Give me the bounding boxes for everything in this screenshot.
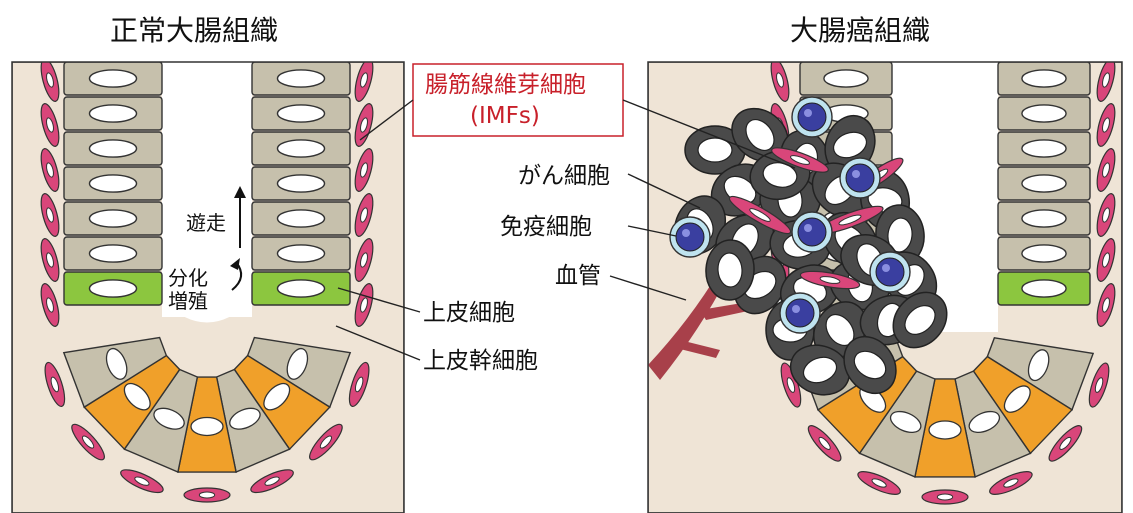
nucleus [824,70,868,87]
nucleus [1022,210,1066,227]
nucleus [89,70,136,87]
right-epithelial-column [998,62,1090,305]
migration-label: 遊走 [186,211,226,235]
epithelial-cell-label: 上皮細胞 [423,300,515,326]
nucleus [89,105,136,122]
immune-cell-highlight [792,305,800,313]
immune-cell-label: 免疫細胞 [500,214,592,240]
imf-label-line2: (IMFs) [470,103,540,129]
nucleus [277,105,324,122]
epithelial-stem-cell-label: 上皮幹細胞 [423,348,538,374]
fibroblast-nucleus [937,494,952,500]
nucleus [929,421,961,439]
cancer-tissue-panel [648,57,1122,513]
nucleus [1022,70,1066,87]
nucleus [277,140,324,157]
nucleus [277,280,324,297]
immune-cell-nucleus [786,299,814,327]
immune-cell-highlight [882,264,890,272]
nucleus [89,210,136,227]
immune-cell-highlight [804,109,812,117]
cancer-cell-label: がん細胞 [518,163,610,189]
immune-cell-nucleus [876,258,904,286]
nucleus [1022,105,1066,122]
imf-label-line1: 腸筋線維芽細胞 [425,72,586,98]
immune-cell-highlight [804,224,812,232]
nucleus [277,245,324,262]
nucleus [1022,280,1066,297]
immune-cell-nucleus [676,223,704,251]
fibroblast-nucleus [199,492,214,498]
nucleus [89,245,136,262]
nucleus [1022,245,1066,262]
normal-tissue-title: 正常大腸組織 [110,14,278,47]
differentiation-label: 分化 [168,266,208,290]
proliferation-label: 増殖 [168,289,208,313]
nucleus [89,280,136,297]
nucleus [191,418,223,436]
immune-cell-nucleus [798,218,826,246]
nucleus [89,140,136,157]
nucleus [1022,175,1066,192]
blood-vessel-label: 血管 [555,263,601,289]
normal-tissue-panel [12,57,404,513]
nucleus [89,175,136,192]
nucleus [1022,140,1066,157]
left-epithelial-column [64,62,162,305]
immune-cell-nucleus [798,103,826,131]
immune-cell-nucleus [846,164,874,192]
nucleus [277,70,324,87]
immune-cell-highlight [682,229,690,237]
nucleus [277,175,324,192]
nucleus [277,210,324,227]
immune-cell-highlight [852,170,860,178]
right-epithelial-column [252,62,350,305]
cancer-tissue-title: 大腸癌組織 [790,14,930,47]
